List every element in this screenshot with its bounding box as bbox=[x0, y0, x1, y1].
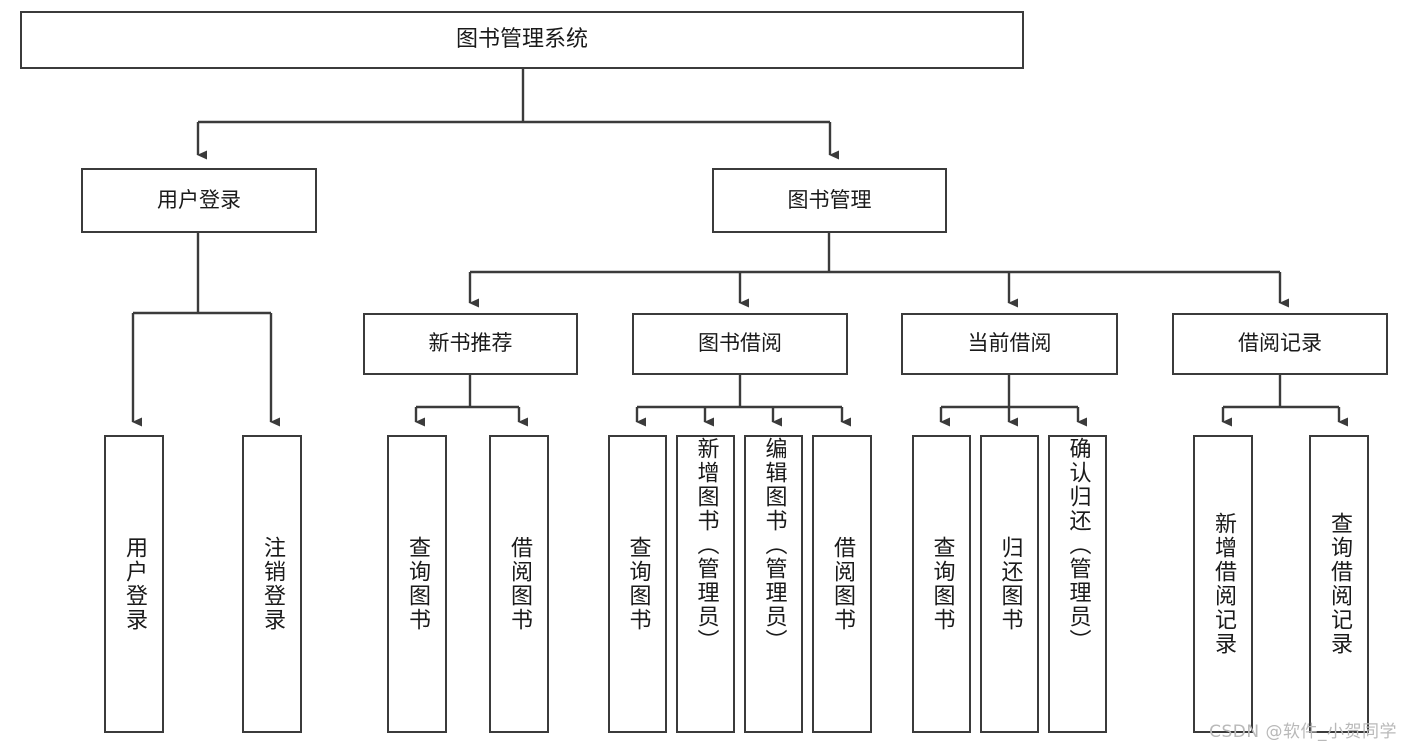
node-label: 编辑图书（管理员） bbox=[761, 437, 787, 653]
node-leaf-add-book[interactable]: 新增图书（管理员） bbox=[676, 435, 735, 733]
node-leaf-query-book-current[interactable]: 查询图书 bbox=[912, 435, 971, 733]
node-leaf-query-book-borrow[interactable]: 查询图书 bbox=[608, 435, 667, 733]
node-book-management[interactable]: 图书管理 bbox=[712, 168, 947, 233]
node-label: 图书借阅 bbox=[698, 331, 782, 356]
node-label: 查询图书 bbox=[929, 536, 955, 632]
node-label: 图书管理 bbox=[787, 187, 872, 212]
node-user-login[interactable]: 用户登录 bbox=[81, 168, 317, 233]
node-label: 新增借阅记录 bbox=[1211, 512, 1236, 656]
node-leaf-add-borrow-record[interactable]: 新增借阅记录 bbox=[1193, 435, 1253, 733]
node-label: 图书管理系统 bbox=[455, 26, 588, 52]
node-leaf-edit-book[interactable]: 编辑图书（管理员） bbox=[744, 435, 803, 733]
node-label: 用户登录 bbox=[157, 187, 241, 212]
node-label: 借阅图书 bbox=[830, 536, 855, 632]
node-new-book-recommend[interactable]: 新书推荐 bbox=[363, 313, 578, 375]
node-leaf-borrow-book-recommend[interactable]: 借阅图书 bbox=[489, 435, 549, 733]
node-leaf-return-book[interactable]: 归还图书 bbox=[980, 435, 1039, 733]
node-label: 新书推荐 bbox=[428, 331, 513, 356]
node-label: 查询借阅记录 bbox=[1327, 512, 1352, 656]
node-borrow-record[interactable]: 借阅记录 bbox=[1172, 313, 1388, 375]
node-label: 注销登录 bbox=[260, 536, 285, 632]
node-leaf-confirm-return[interactable]: 确认归还（管理员） bbox=[1048, 435, 1107, 733]
node-label: 用户登录 bbox=[122, 536, 147, 632]
node-label: 借阅图书 bbox=[507, 536, 532, 632]
node-leaf-user-login[interactable]: 用户登录 bbox=[104, 435, 164, 733]
node-label: 归还图书 bbox=[997, 536, 1023, 632]
node-label: 确认归还（管理员） bbox=[1065, 437, 1091, 653]
node-book-borrow[interactable]: 图书借阅 bbox=[632, 313, 848, 375]
node-label: 当前借阅 bbox=[967, 331, 1052, 356]
node-leaf-query-book-recommend[interactable]: 查询图书 bbox=[387, 435, 447, 733]
node-root-book-management-system[interactable]: 图书管理系统 bbox=[20, 11, 1024, 69]
node-leaf-user-logout[interactable]: 注销登录 bbox=[242, 435, 302, 733]
node-leaf-query-borrow-record[interactable]: 查询借阅记录 bbox=[1309, 435, 1369, 733]
node-current-borrow[interactable]: 当前借阅 bbox=[901, 313, 1118, 375]
node-label: 新增图书（管理员） bbox=[693, 437, 719, 653]
node-label: 查询图书 bbox=[405, 536, 430, 632]
node-label: 查询图书 bbox=[625, 536, 651, 632]
node-leaf-borrow-book[interactable]: 借阅图书 bbox=[812, 435, 872, 733]
node-label: 借阅记录 bbox=[1238, 331, 1322, 356]
